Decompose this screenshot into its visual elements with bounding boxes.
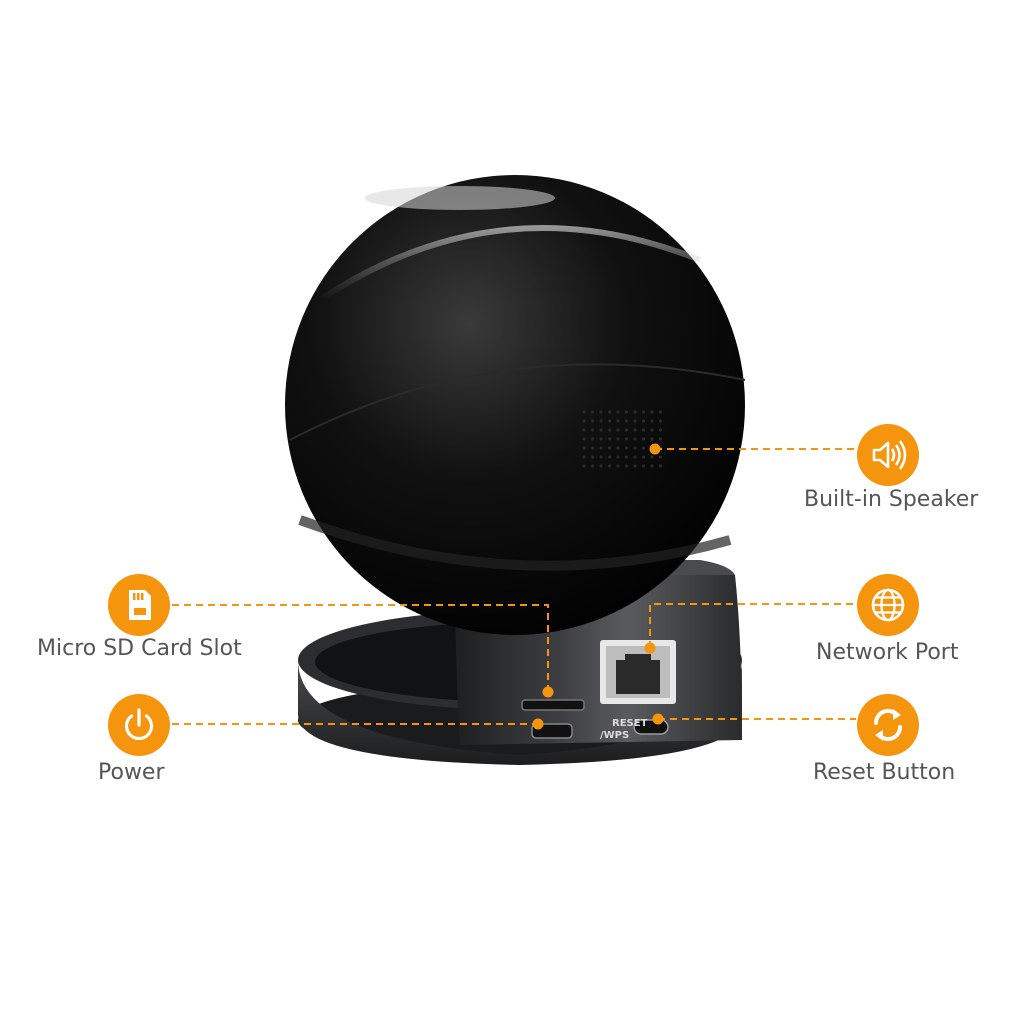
grille-dot <box>590 419 595 423</box>
callout-lines <box>172 448 856 725</box>
grille-dot <box>599 437 603 441</box>
power-icon <box>108 694 170 756</box>
grille-dot <box>582 419 586 423</box>
grille-dot <box>641 437 646 441</box>
grille-dot <box>599 455 603 459</box>
grille-dot <box>616 410 620 414</box>
reset-icon <box>857 694 919 756</box>
speaker-label: Built-in Speaker <box>804 487 979 512</box>
grille-dot <box>650 410 654 414</box>
grille-dot <box>633 419 637 423</box>
grille-dot <box>607 419 612 423</box>
grille-dot <box>607 455 612 459</box>
grille-dot <box>624 464 629 468</box>
grille-dot <box>633 455 637 459</box>
grille-dot <box>607 446 612 450</box>
grille-dot <box>599 410 603 414</box>
reset-marking-1: RESET <box>612 718 648 729</box>
grille-dot <box>590 455 595 459</box>
grille-dot <box>633 410 637 414</box>
grille-dot <box>658 410 663 414</box>
grille-dot <box>616 446 620 450</box>
grille-dot <box>590 428 595 432</box>
grille-dot <box>624 437 629 441</box>
grille-dot <box>624 446 629 450</box>
power-label: Power <box>98 760 165 785</box>
grille-dot <box>599 464 603 468</box>
grille-dot <box>582 446 586 450</box>
grille-dot <box>607 410 612 414</box>
grille-dot <box>624 428 629 432</box>
grille-dot <box>582 410 586 414</box>
grille-dot <box>616 455 620 459</box>
speaker-icon <box>857 424 919 486</box>
speaker-grille <box>582 410 663 468</box>
grille-dot <box>624 419 629 423</box>
callout-dots <box>532 443 664 730</box>
grille-dot <box>582 428 586 432</box>
sd-card-callout-line <box>172 604 549 690</box>
grille-dot <box>641 446 646 450</box>
grille-dot <box>650 419 654 423</box>
sd-card-slot[interactable] <box>521 699 585 711</box>
grille-dot <box>633 464 637 468</box>
grille-dot <box>624 455 629 459</box>
grille-dot <box>599 446 603 450</box>
grille-dot <box>650 464 654 468</box>
grille-dot <box>658 455 663 459</box>
grille-dot <box>658 428 663 432</box>
grille-dot <box>599 419 603 423</box>
grille-dot <box>650 437 654 441</box>
grille-dot <box>650 428 654 432</box>
reset-marking-2: /WPS <box>600 730 629 741</box>
grille-dot <box>590 437 595 441</box>
network-label: Network Port <box>816 640 959 665</box>
port-panel: RESET /WPS <box>521 640 676 741</box>
grille-dot <box>658 464 663 468</box>
grille-dot <box>633 428 637 432</box>
grille-dot <box>616 464 620 468</box>
grille-dot <box>582 464 586 468</box>
globe-icon <box>857 574 919 636</box>
grille-dot <box>590 446 595 450</box>
grille-dot <box>616 419 620 423</box>
grille-dot <box>641 428 646 432</box>
grille-dot <box>641 464 646 468</box>
reset-label: Reset Button <box>813 760 956 785</box>
grille-dot <box>607 428 612 432</box>
grille-dot <box>633 437 637 441</box>
grille-dot <box>590 410 595 414</box>
grille-dot <box>641 419 646 423</box>
grille-dot <box>599 428 603 432</box>
grille-dot <box>658 419 663 423</box>
grille-dot <box>607 437 612 441</box>
grille-dot <box>658 437 663 441</box>
grille-dot <box>607 464 612 468</box>
grille-dot <box>633 446 637 450</box>
grille-dot <box>624 410 629 414</box>
grille-dot <box>641 410 646 414</box>
sd-card-icon <box>108 574 170 636</box>
sd-card-label: Micro SD Card Slot <box>37 636 242 661</box>
grille-dot <box>582 437 586 441</box>
grille-dot <box>590 464 595 468</box>
grille-dot <box>650 455 654 459</box>
grille-dot <box>616 428 620 432</box>
grille-dot <box>616 437 620 441</box>
camera-sphere <box>285 175 746 635</box>
grille-dot <box>582 455 586 459</box>
network-callout-line <box>649 603 856 648</box>
grille-dot <box>641 455 646 459</box>
